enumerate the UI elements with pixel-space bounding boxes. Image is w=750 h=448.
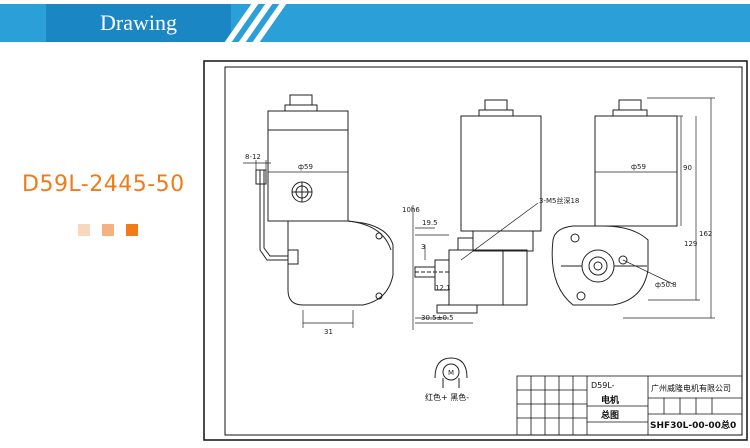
header-banner: Drawing <box>0 0 750 46</box>
dim-phi50-8: ф50.8 <box>655 281 677 289</box>
left-gearbox <box>287 220 394 306</box>
left-gearbox-curve <box>347 220 392 251</box>
technical-drawing: 8-12 ф59 31 10h6 19.5 3 12.1 30.5±0.5 3-… <box>203 60 748 441</box>
dim-leader <box>460 202 539 261</box>
title-block-frame <box>516 375 743 436</box>
right-motor-body <box>594 115 678 227</box>
banner-tab <box>46 4 231 42</box>
dim-162: 162 <box>699 230 712 238</box>
right-gear-mid <box>588 256 608 276</box>
left-wire-plug <box>255 169 267 185</box>
right-gear-face <box>551 225 649 306</box>
left-wire <box>259 170 288 261</box>
dim-19-5: 19.5 <box>422 219 438 227</box>
motor-symbol-circle <box>442 363 460 381</box>
left-wire-clip <box>287 249 299 265</box>
swatch-mid <box>102 224 114 236</box>
right-view <box>551 97 715 319</box>
dim-10h6: 10h6 <box>402 206 420 214</box>
dim-129: 129 <box>684 240 697 248</box>
mid-base <box>436 304 478 314</box>
right-gear-center <box>593 261 603 271</box>
left-wire <box>263 170 288 257</box>
left-view <box>243 94 394 328</box>
dim-phi59-left: ф59 <box>298 163 313 171</box>
left-gearbox-hole <box>375 232 383 240</box>
middle-view <box>412 99 542 330</box>
dim-3: 3 <box>421 243 425 251</box>
dim-30-5: 30.5±0.5 <box>421 314 454 322</box>
title-block-part: D59L- <box>591 381 615 390</box>
dim-12-1: 12.1 <box>435 284 451 292</box>
swatch-dark <box>126 224 138 236</box>
right-gear-hole <box>618 255 628 265</box>
right-gear-hole <box>570 233 580 243</box>
wiring-symbol <box>434 357 468 388</box>
title-block-assembly: 总图 <box>601 409 619 421</box>
dim-8-12: 8-12 <box>245 153 261 161</box>
title-block-company: 广州威隆电机有限公司 <box>651 383 731 393</box>
left-gearbox-hole <box>375 292 383 300</box>
swatch-light <box>78 224 90 236</box>
dim-3-m5: 3-M5丝深18 <box>539 196 579 205</box>
drawing-svg: 8-12 ф59 31 10h6 19.5 3 12.1 30.5±0.5 3-… <box>203 60 748 441</box>
right-gear-hole <box>576 291 586 301</box>
dim-leader <box>622 259 674 285</box>
dim-31: 31 <box>324 328 333 336</box>
motor-symbol-label: M <box>448 369 454 377</box>
wiring-note: 红色+ 黑色- <box>425 392 469 402</box>
inner-frame <box>224 66 743 436</box>
dim-90: 90 <box>683 164 692 172</box>
title-block-name: 电机 <box>601 394 619 406</box>
title-block <box>516 375 743 436</box>
title-block-drawing-no: SHF30L-00-00总0 <box>650 419 736 431</box>
dim-phi59-right: ф59 <box>631 163 646 171</box>
product-model: D59L-2445-50 <box>22 172 185 197</box>
motor-symbol-arc <box>434 357 468 379</box>
page-title: Drawing <box>100 10 177 35</box>
